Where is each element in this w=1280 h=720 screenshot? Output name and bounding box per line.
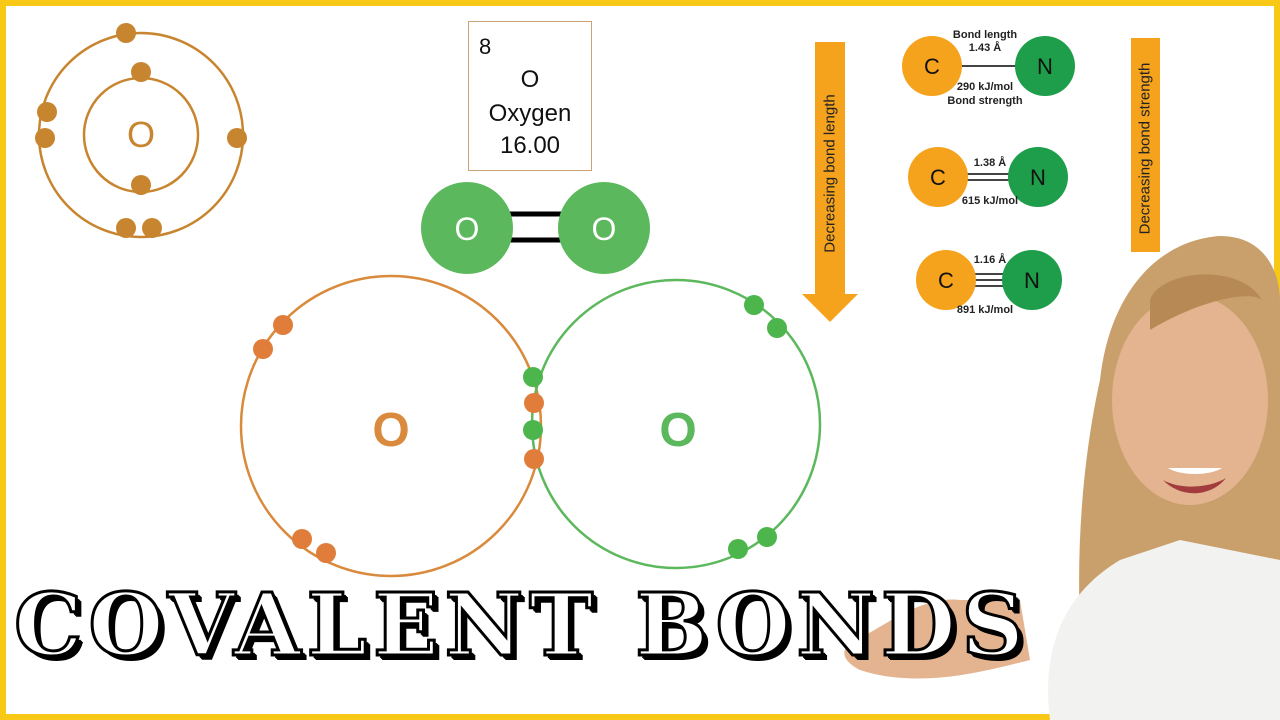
o2-left-label: O bbox=[455, 211, 480, 247]
left-electrons bbox=[253, 315, 544, 563]
left-big-atom-symbol: O bbox=[372, 404, 409, 457]
row1-nitrogen-label: N bbox=[1037, 54, 1053, 79]
bond-strength-arrow bbox=[1131, 38, 1160, 252]
element-name: Oxygen bbox=[488, 100, 572, 127]
cn-bond-row-2 bbox=[908, 147, 1068, 207]
o2-left-atom bbox=[421, 182, 513, 274]
atomic-number: 8 bbox=[479, 34, 492, 59]
right-big-atom-symbol: O bbox=[659, 404, 696, 457]
row2-carbon-label: C bbox=[930, 165, 946, 190]
row1-bond-length: 1.43 Å bbox=[968, 42, 1002, 54]
row1-bond-strength: 290 kJ/mol bbox=[956, 81, 1014, 93]
row2-bond-length: 1.38 Å bbox=[973, 157, 1007, 169]
row3-nitrogen-label: N bbox=[1024, 268, 1040, 293]
row2-bond-strength: 615 kJ/mol bbox=[961, 195, 1019, 207]
bond-length-header: Bond length bbox=[952, 29, 1018, 41]
row3-carbon-label: C bbox=[938, 268, 954, 293]
video-title: COVALENT BONDS bbox=[13, 574, 1030, 678]
o2-right-atom bbox=[558, 182, 650, 274]
row3-bond-strength: 891 kJ/mol bbox=[956, 304, 1014, 316]
bohr-atom-symbol: O bbox=[127, 114, 155, 155]
o2-molecule: O O bbox=[421, 182, 650, 274]
bohr-electrons bbox=[35, 23, 247, 238]
cn-atom-labels: C N C N C N bbox=[924, 54, 1053, 293]
bond-strength-footer: Bond strength bbox=[947, 95, 1023, 107]
presenter-figure bbox=[844, 236, 1280, 720]
right-electrons bbox=[523, 295, 787, 559]
oxygen-bohr-model: O bbox=[35, 23, 247, 239]
row3-bond-length: 1.16 Å bbox=[973, 254, 1007, 266]
element-symbol: O bbox=[520, 66, 540, 93]
bond-length-arrow-label: Decreasing bond length bbox=[821, 94, 839, 253]
shared-electron-diagram: O O bbox=[239, 274, 822, 578]
bond-strength-arrow-label: Decreasing bond strength bbox=[1136, 62, 1154, 235]
bond-length-arrow bbox=[802, 42, 858, 322]
cn-bond-row-3 bbox=[916, 250, 1062, 310]
row1-carbon-label: C bbox=[924, 54, 940, 79]
cn-bond-row-1 bbox=[902, 36, 1075, 96]
oxygen-element-card: 8 O Oxygen 16.00 bbox=[468, 21, 592, 171]
row2-nitrogen-label: N bbox=[1030, 165, 1046, 190]
o2-right-label: O bbox=[592, 211, 617, 247]
atomic-mass: 16.00 bbox=[499, 132, 561, 159]
